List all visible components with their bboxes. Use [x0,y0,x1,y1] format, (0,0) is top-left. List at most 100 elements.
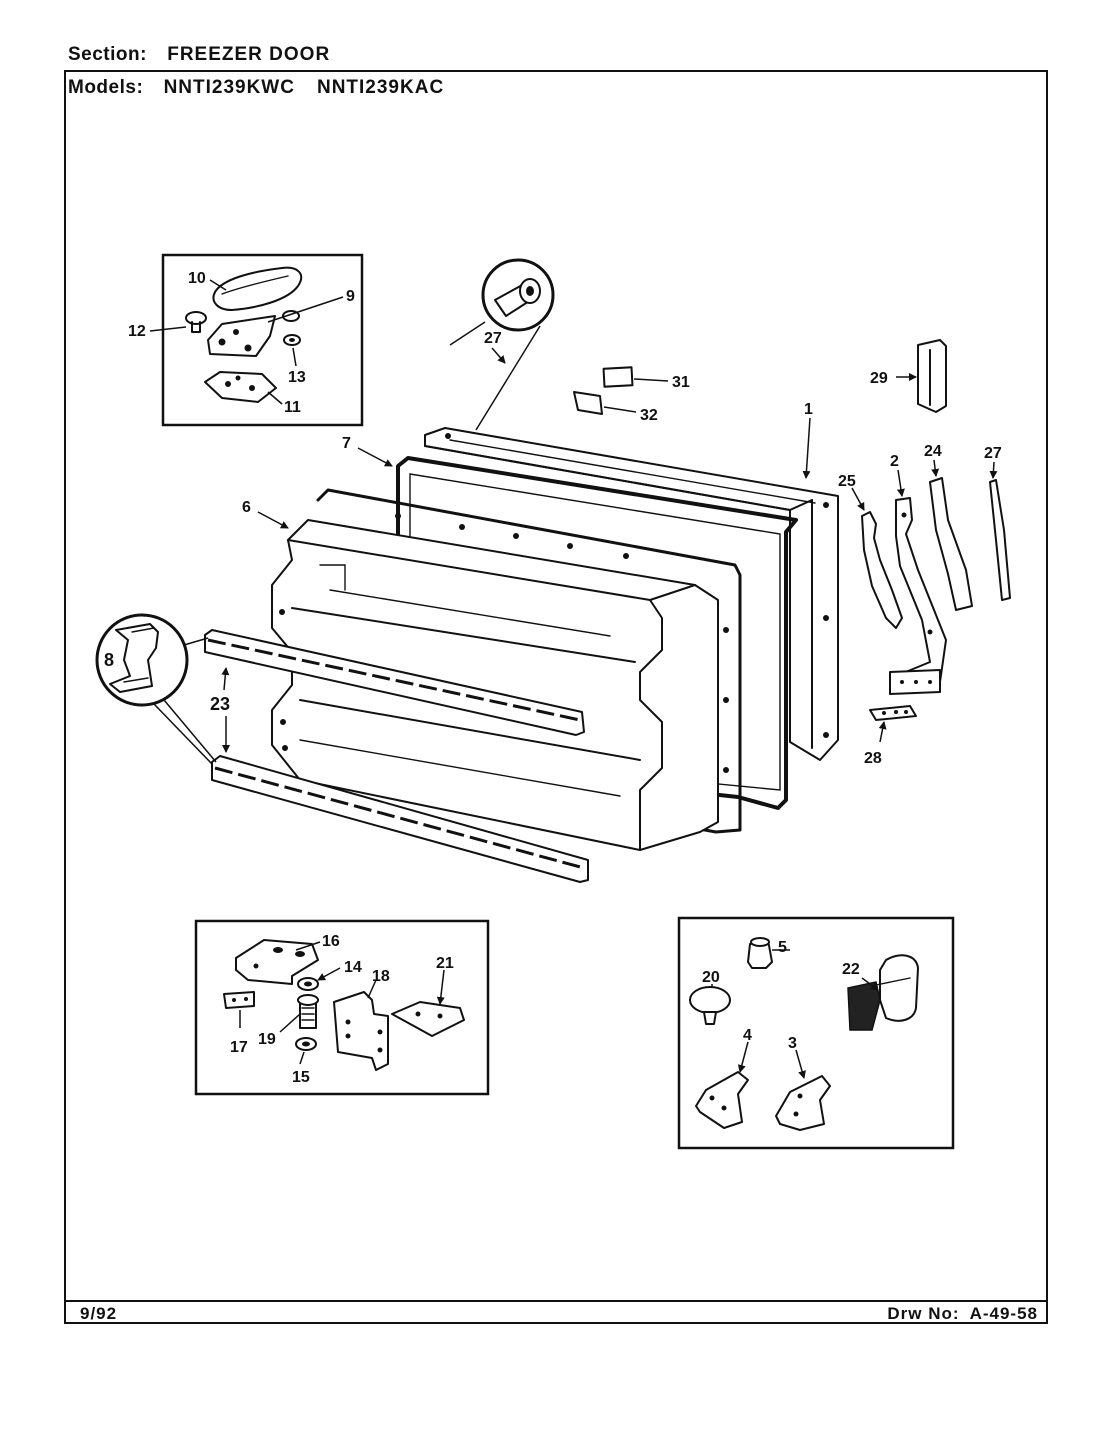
spacer-hole [709,1095,715,1101]
arrow-leader [795,1049,806,1079]
shim-hole [894,710,898,714]
strip-27 [989,479,1011,601]
plate-hole [218,338,226,346]
drawing-frame [64,70,1048,1324]
inset-box [194,919,490,1096]
small-parts-31-32: 31 32 [573,366,690,424]
footer-divider [64,1300,1048,1302]
clip-part [573,391,603,415]
arrow-leader [896,469,905,497]
callout-label: 2 [890,453,899,470]
liner-shelf [299,699,641,761]
handle-part [917,339,947,413]
leader-line [292,347,297,367]
plate-hole [415,1011,421,1017]
drawing-number-value: A-49-58 [969,1304,1038,1323]
lower-hinge-inset: 16 14 18 21 17 19 15 [194,919,490,1096]
hinge-18 [333,991,389,1071]
callout-label: 3 [788,1035,797,1052]
liner-screw [513,533,519,539]
hinge-bracket-16 [235,939,319,985]
arrow-leader [491,347,506,364]
arrow-leader [878,721,887,743]
arrow-leader [851,487,865,511]
arrow-leader [737,1041,749,1073]
callout-label: 29 [870,370,888,387]
liner-screw [395,513,401,519]
liner-shelf-lip [299,739,621,797]
callout-label: 27 [984,445,1002,462]
callout-label: 21 [436,955,454,972]
model-number: NNTI239KAC [316,77,445,98]
shelf-rail-lower [211,755,589,883]
hinge-hole [377,1047,383,1053]
leader-line [299,1051,305,1065]
liner-screw [623,553,629,559]
bracket-hole [253,963,259,969]
plug-hole [526,286,534,296]
bracket-24 [929,477,973,611]
callout-label: 24 [924,443,942,460]
leader-line [475,325,541,431]
leader-line [267,296,344,323]
retainer-edge [123,677,149,683]
leader-line [209,279,227,291]
arrow-leader [861,977,879,991]
retainer-part [109,623,159,693]
callout-label: 6 [242,499,251,516]
callout-label: 1 [804,401,813,418]
section-header: Section: FREEZER DOOR [68,44,330,66]
plug-20 [689,986,731,1014]
section-title: FREEZER DOOR [167,44,331,65]
callout-label: 23 [210,694,230,714]
shim-17 [223,991,255,1009]
liner-flange [316,488,742,834]
leader-line [163,699,217,763]
liner-front-edge [287,539,663,851]
leader-line [603,406,637,413]
panel-screw [823,502,829,508]
model-number: NNTI239KWC [163,77,295,98]
liner-body [271,519,719,851]
fastener-head [750,937,770,947]
leader-line [183,637,209,646]
handle-29: 29 [870,339,947,413]
detail-8: 8 23 [95,613,230,765]
callout-label: 28 [864,750,882,767]
callout-label: 16 [322,933,340,950]
shim-hole [225,381,231,387]
callout-label: 5 [778,939,787,956]
outer-panel-edge [424,445,813,511]
retainer-edge [131,627,155,633]
liner-detail [319,564,346,591]
latch-edge [875,977,911,986]
bracket-hole [914,680,918,684]
callout-label: 20 [702,969,720,986]
arrow-leader [436,969,445,1005]
shelf-rail-upper [204,629,585,736]
models-label: Models: [68,77,144,98]
latch-22 [879,954,919,1022]
liner-screw [723,697,729,703]
hinge-hole [345,1019,351,1025]
hinge-cover-inset: 10 9 12 13 11 [128,253,364,427]
spacer-hole [793,1111,799,1117]
footer-date: 9/92 [80,1304,118,1323]
panel-screw [445,433,451,439]
leader-line [153,703,213,765]
bracket-hole [901,512,907,518]
liner-screw [723,627,729,633]
pin-thread [301,1007,315,1021]
hinge-plate-part [207,315,276,357]
washer-hole [302,1041,310,1047]
callout-label: 17 [230,1039,248,1056]
plate-hole [244,344,252,352]
shim-hole [904,710,908,714]
arrow-leader [221,667,230,691]
callout-label: 12 [128,323,146,340]
bracket-hole [928,680,932,684]
callout-label: 13 [288,369,306,386]
inset-box [677,916,955,1150]
spacer-4 [695,1071,749,1129]
shim-hole [882,711,886,715]
